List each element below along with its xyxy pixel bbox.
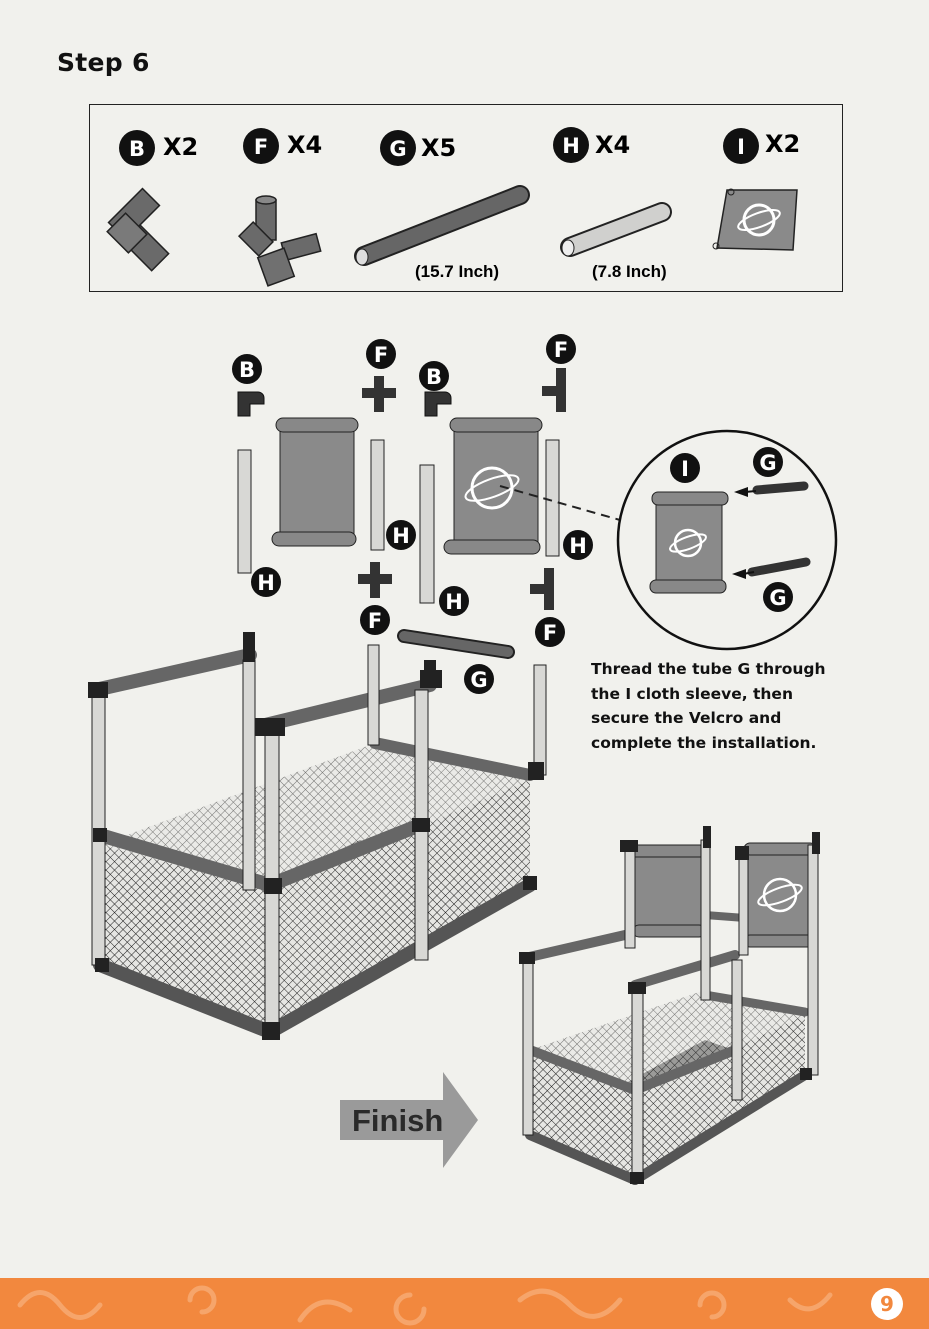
- label-b-2: B: [419, 361, 449, 391]
- exploded-parts: B F B F H H H H F F G: [232, 334, 620, 694]
- label-f-1: F: [366, 339, 396, 369]
- svg-text:I: I: [681, 457, 689, 481]
- part-i-qty: X2: [765, 130, 800, 158]
- svg-text:G: G: [759, 451, 776, 475]
- svg-text:H: H: [569, 534, 587, 558]
- detail-label-g-2: G: [763, 582, 793, 612]
- svg-text:F: F: [368, 609, 382, 633]
- finished-frame: [519, 826, 820, 1184]
- long-tube-length: (15.7 Inch): [415, 262, 499, 281]
- label-f-2: F: [546, 334, 576, 364]
- finish-arrow-icon: Finish: [340, 1072, 478, 1168]
- svg-text:H: H: [562, 134, 580, 158]
- label-h-3: H: [439, 586, 469, 616]
- part-i-badge: I: [723, 128, 759, 164]
- page-number: 9: [871, 1288, 903, 1320]
- part-f-badge: F: [243, 128, 279, 164]
- long-tube-g-icon: [356, 195, 520, 265]
- short-tube-length: (7.8 Inch): [592, 262, 667, 281]
- label-f-3: F: [360, 605, 390, 635]
- cloth-sleeve-i-icon: [713, 189, 797, 250]
- tee-connector-icon: [239, 196, 321, 286]
- part-h-badge: H: [553, 127, 589, 163]
- label-h-4: H: [563, 530, 593, 560]
- svg-text:F: F: [554, 338, 568, 362]
- elbow-connector-icon: [107, 189, 168, 271]
- part-g-qty: X5: [421, 134, 456, 162]
- svg-text:I: I: [737, 135, 745, 159]
- svg-text:H: H: [392, 524, 410, 548]
- instruction-tube: G: [738, 660, 751, 678]
- short-tube-h-icon: [562, 212, 662, 256]
- svg-text:B: B: [129, 137, 145, 161]
- finish-label: Finish: [352, 1103, 443, 1138]
- instruction-part-1: Thread the tube: [591, 660, 738, 678]
- svg-text:G: G: [389, 137, 406, 161]
- svg-text:B: B: [239, 358, 255, 382]
- part-h-qty: X4: [595, 131, 630, 159]
- footer-swirl-overlay: [0, 1278, 929, 1329]
- label-h-1: H: [251, 567, 281, 597]
- detail-label-g-1: G: [753, 447, 783, 477]
- label-h-2: H: [386, 520, 416, 550]
- svg-text:F: F: [543, 621, 557, 645]
- svg-text:H: H: [445, 590, 463, 614]
- part-g-badge: G: [380, 130, 416, 166]
- part-f-qty: X4: [287, 131, 322, 159]
- detail-zoom-circle: I G G: [618, 431, 836, 649]
- detail-label-i: I: [670, 453, 700, 483]
- svg-text:H: H: [257, 571, 275, 595]
- label-f-4: F: [535, 617, 565, 647]
- part-b-badge: B: [119, 130, 155, 166]
- svg-text:B: B: [426, 365, 442, 389]
- svg-text:F: F: [374, 343, 388, 367]
- label-g-1: G: [464, 664, 494, 694]
- svg-text:G: G: [470, 668, 487, 692]
- instruction-text: Thread the tube G through the I cloth sl…: [591, 657, 851, 755]
- svg-text:G: G: [769, 586, 786, 610]
- svg-text:F: F: [254, 135, 268, 159]
- label-b-1: B: [232, 354, 262, 384]
- part-b-qty: X2: [163, 133, 198, 161]
